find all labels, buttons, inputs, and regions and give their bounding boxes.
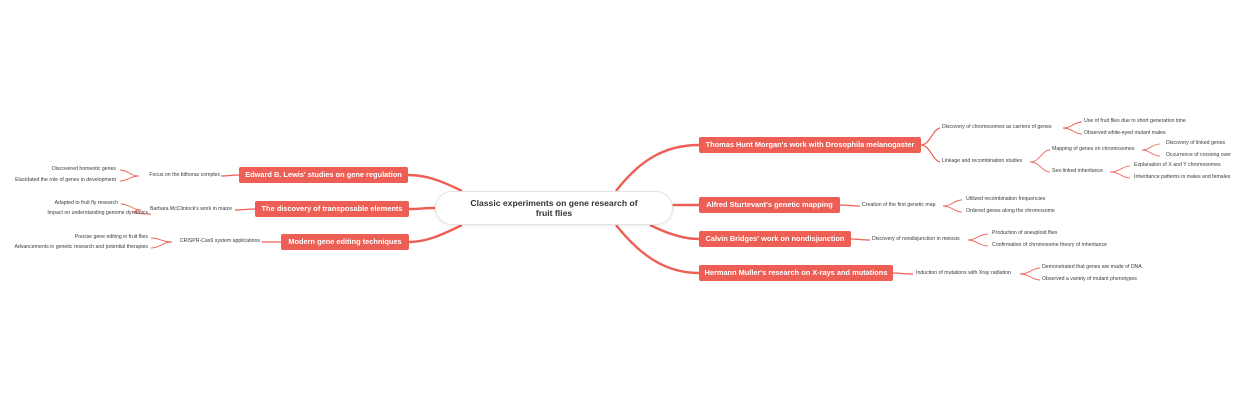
branch-line-transposable	[408, 206, 436, 211]
leaf-mutant-phenotypes[interactable]: Observed a variety of mutant phenotypes	[1042, 276, 1137, 282]
subtopic-nondisjunction[interactable]: Discovery of nondisjunction in meiosis	[872, 236, 960, 242]
leaf-genes-dna[interactable]: Demonstrated that genes are made of DNA	[1042, 264, 1142, 270]
leaf-chromosome-theory[interactable]: Confirmation of chromosome theory of inh…	[992, 242, 1108, 248]
branch-line-morgan	[615, 143, 700, 192]
subtopic-gene-mapping[interactable]: Mapping of genes on chromosomes	[1052, 146, 1135, 152]
branch-line-muller	[615, 224, 700, 275]
leaf-crossing-over[interactable]: Occurrence of crossing over	[1166, 152, 1231, 158]
leaf-homeotic-genes[interactable]: Discovered homeotic genes	[51, 166, 116, 172]
topic-lewis[interactable]: Edward B. Lewis' studies on gene regulat…	[239, 167, 408, 183]
topic-gene-editing[interactable]: Modern gene editing techniques	[281, 234, 409, 250]
subtopic-crispr[interactable]: CRISPR-Cas9 system applications	[179, 238, 260, 244]
subtopic-sex-linked[interactable]: Sex-linked inheritance	[1052, 168, 1104, 174]
branch-line-bridges	[649, 223, 700, 241]
subtopic-bithorax[interactable]: Focus on the bithorax complex	[149, 172, 220, 178]
leaf-short-generation[interactable]: Use of fruit flies due to short generati…	[1084, 118, 1186, 124]
leaf-recombination-frequencies[interactable]: Utilized recombination frequencies	[966, 196, 1046, 202]
leaf-linked-genes[interactable]: Discovery of linked genes	[1166, 140, 1226, 146]
leaf-genes-development[interactable]: Elucidated the role of genes in developm…	[15, 177, 116, 183]
leaf-xy-chromosomes[interactable]: Explanation of X and Y chromosomes	[1134, 162, 1221, 168]
topic-morgan[interactable]: Thomas Hunt Morgan's work with Drosophil…	[699, 137, 921, 153]
leaf-inheritance-patterns[interactable]: Inheritance patterns in males and female…	[1134, 174, 1231, 180]
leaf-aneuploid[interactable]: Production of aneuploid flies	[992, 230, 1058, 236]
topic-bridges[interactable]: Calvin Bridges' work on nondisjunction	[699, 231, 851, 247]
leaf-advancements[interactable]: Advancements in genetic research and pot…	[14, 244, 148, 250]
subtopic-mcclintock[interactable]: Barbara McClintock's work in maize	[150, 206, 232, 212]
leaf-white-eyed[interactable]: Observed white-eyed mutant males	[1084, 130, 1166, 136]
branch-line-gene-editing	[408, 223, 463, 244]
subtopic-first-map[interactable]: Creation of the first genetic map	[862, 202, 936, 208]
topic-sturtevant[interactable]: Alfred Sturtevant's genetic mapping	[699, 197, 840, 213]
subtopic-chromosome-carriers[interactable]: Discovery of chromosomes as carriers of …	[942, 124, 1052, 130]
central-topic[interactable]: Classic experiments on gene research of …	[435, 191, 673, 225]
subtopic-xray-mutations[interactable]: Induction of mutations with Xray radiati…	[916, 270, 1011, 276]
leaf-ordered-genes[interactable]: Ordered genes along the chromosome	[966, 208, 1055, 214]
subtopic-linkage[interactable]: Linkage and recombination studies	[942, 158, 1023, 164]
topic-transposable[interactable]: The discovery of transposable elements	[255, 201, 409, 217]
branch-line-lewis	[407, 173, 463, 193]
leaf-adapted-fruit-fly[interactable]: Adapted to fruit fly research	[54, 200, 118, 206]
leaf-genome-dynamics[interactable]: Impact on understanding genome dynamics	[47, 210, 148, 216]
leaf-precise-editing[interactable]: Precise gene editing in fruit flies	[74, 234, 148, 240]
topic-muller[interactable]: Hermann Muller's research on X-rays and …	[699, 265, 893, 281]
